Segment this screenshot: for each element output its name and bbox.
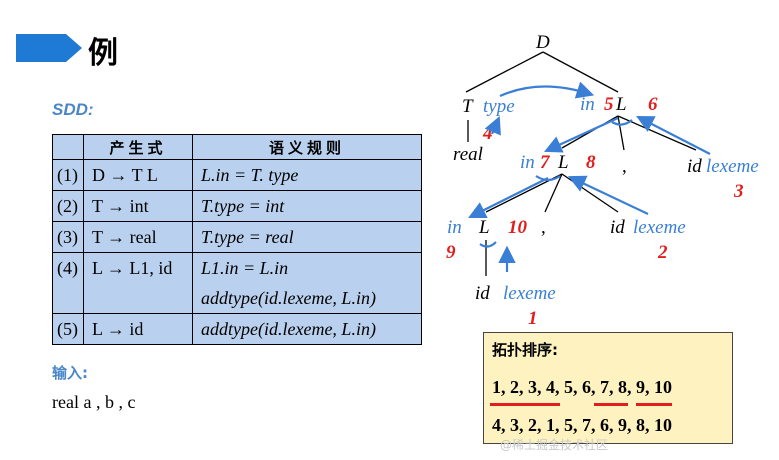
table-header-row: 产生式 语义规则 (52, 134, 422, 160)
row-rule: T.type = real (192, 221, 422, 253)
sdd-table: 产生式 语义规则 (1) D → T L L.in = T. type (2) … (52, 134, 422, 345)
node-real: real (453, 144, 483, 165)
table-row: (3) T → real T.type = real (52, 221, 422, 253)
topo-underline (594, 403, 628, 406)
attr-lexeme-a: lexeme (503, 283, 556, 304)
row-rule: T.type = int (192, 190, 422, 222)
order-8: 8 (586, 152, 596, 173)
row-production: T → real (83, 221, 193, 253)
topo-title: 拓扑排序: (492, 341, 558, 359)
row-num: (2) (52, 190, 84, 222)
row-num: (4) (52, 252, 84, 283)
row-production: L → id (83, 313, 193, 345)
row-rule: addtype(id.lexeme, L.in) (192, 283, 422, 314)
table-row: (4) L → L1, id L1.in = L.in (52, 252, 422, 283)
sdd-label: SDD: (52, 100, 94, 119)
watermark: @稀土掘金技术社区 (500, 438, 609, 452)
row-production (83, 283, 193, 314)
table-row: addtype(id.lexeme, L.in) (52, 283, 422, 314)
topo-sort-box: 拓扑排序: 1, 2, 3, 4, 5, 6, 7, 8, 9, 10 4, 3… (483, 332, 733, 444)
node-id-a: id (475, 283, 490, 304)
row-rule: L1.in = L.in (192, 252, 422, 283)
header-rule: 语义规则 (192, 134, 422, 160)
attr-lexeme-b: lexeme (633, 217, 686, 238)
attr-lexeme-c: lexeme (706, 156, 759, 177)
title-arrow-icon (16, 34, 82, 62)
topo-underline (490, 403, 560, 406)
node-L: L (615, 94, 627, 115)
order-1: 1 (528, 308, 538, 329)
row-num: (5) (52, 313, 84, 345)
node-comma-2: , (541, 217, 546, 238)
order-4: 4 (482, 123, 493, 144)
page-title: 例 (88, 36, 118, 71)
row-production: L → L1, id (83, 252, 193, 283)
header-production: 产生式 (83, 134, 193, 160)
node-comma-1: , (622, 156, 627, 177)
row-num: (3) (52, 221, 84, 253)
order-10: 10 (508, 217, 528, 238)
attr-in-L: in (580, 94, 595, 115)
row-rule: L.in = T. type (192, 159, 422, 191)
topo-underline (636, 403, 672, 406)
table-row: (5) L → id addtype(id.lexeme, L.in) (52, 313, 422, 345)
dependency-arrows (468, 81, 711, 272)
order-9: 9 (446, 242, 456, 263)
node-L2: L (478, 217, 490, 238)
order-6: 6 (648, 94, 658, 115)
attr-in-L2: in (447, 217, 462, 238)
input-label: 输入: (52, 364, 88, 382)
order-5: 5 (604, 94, 614, 115)
attr-in-L1: in (520, 152, 535, 173)
node-id-b: id (610, 217, 625, 238)
table-row: (1) D → T L L.in = T. type (52, 159, 422, 191)
topo-order-2: 4, 3, 2, 1, 5, 7, 6, 9, 8, 10 (492, 415, 672, 435)
input-value: real a , b , c (52, 392, 136, 412)
node-D: D (535, 32, 550, 53)
order-3: 3 (733, 181, 744, 202)
topo-order-1: 1, 2, 3, 4, 5, 6, 7, 8, 9, 10 (492, 377, 672, 397)
order-2: 2 (657, 242, 668, 263)
row-rule: addtype(id.lexeme, L.in) (192, 313, 422, 345)
order-7: 7 (540, 152, 551, 173)
node-T: T (462, 96, 474, 117)
row-num (52, 283, 84, 314)
attr-type: type (483, 96, 515, 117)
node-L1: L (557, 152, 569, 173)
node-id-c: id (687, 156, 702, 177)
